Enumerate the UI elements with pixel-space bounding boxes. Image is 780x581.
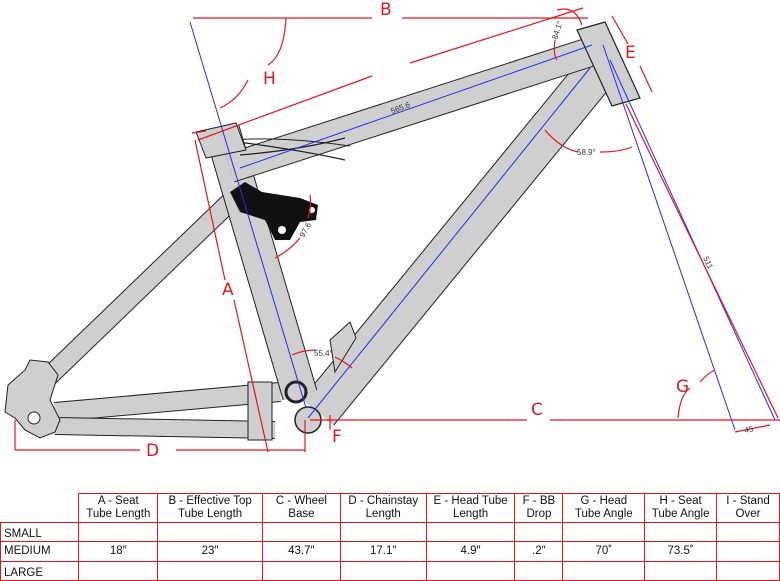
table-cell [644, 522, 718, 542]
header-line: Base [288, 508, 315, 520]
dimension-label-a: A [222, 280, 234, 300]
table-cell [562, 561, 646, 581]
table-row: LARGE [0, 561, 780, 581]
top-tube [225, 37, 595, 183]
frame-geometry-diagram: B H E A C D F G 565.6 84.1° 58.9° 97.6 5… [4, 0, 780, 461]
link-pivot [278, 226, 286, 234]
header-line: Tube Length [86, 508, 151, 520]
table-cell [339, 522, 427, 542]
dimension-label-h: H [263, 69, 276, 89]
header-line: Tube Angle [574, 508, 633, 520]
header-line: Length [452, 508, 489, 520]
dimension-lines [14, 7, 780, 453]
header-line: Length [365, 508, 401, 520]
fork-offset-measurement: 45 [744, 424, 755, 435]
header-line: Tube Length [178, 508, 243, 520]
header-line: Tube Angle [651, 508, 710, 520]
header-line: B - Effective Top [168, 495, 252, 507]
table-cell: 18″ [78, 541, 159, 562]
table-cell [157, 522, 263, 542]
link-angle-measurement: 97.6 [298, 220, 314, 238]
table-cell [78, 522, 159, 542]
table-cell: 73.5˚ [644, 541, 718, 562]
table-cell [78, 561, 159, 581]
dimension-label-b: B [380, 0, 392, 20]
size-label: LARGE [0, 561, 80, 581]
table-cell: 70˚ [562, 541, 646, 562]
table-cell [157, 561, 263, 581]
table-cell [716, 541, 780, 562]
table-cell [261, 561, 341, 581]
table-cell [339, 561, 427, 581]
size-label: MEDIUM [0, 541, 80, 562]
dimension-label-c: C [531, 400, 543, 420]
header-line: Drop [526, 508, 552, 520]
header-line: C - Wheel [275, 495, 327, 507]
seat-tube-top [195, 122, 247, 159]
header-line: E - Head Tube [433, 495, 508, 507]
table-cell [425, 561, 516, 581]
table-cell [425, 522, 516, 542]
header-line: D - Chainstay [348, 495, 419, 507]
seatstay [33, 192, 239, 393]
dimension-label-g: G [676, 377, 689, 397]
header-line: Over [735, 508, 761, 520]
size-label: SMALL [0, 522, 80, 542]
header-line: A - Seat [97, 495, 139, 507]
chainstay-yoke [247, 381, 273, 441]
header-line: G - Head [580, 495, 628, 507]
table-row: SMALL [0, 522, 780, 542]
table-row: MEDIUM 18″ 23″ 43.7″ 17.1″ 4.9″ .2″ 70˚ … [0, 541, 780, 562]
fork-length-measurement: 511 [701, 255, 715, 271]
frame [4, 21, 641, 441]
dimension-label-d: D [146, 441, 159, 461]
downtube-angle-measurement: 58.9° [577, 148, 596, 157]
down-tube [301, 56, 615, 426]
seat-angle-measurement: 55.4° [314, 349, 333, 358]
head-tube [576, 21, 641, 107]
table-cell [514, 561, 564, 581]
table-cell [562, 522, 646, 542]
chainstay [54, 382, 281, 439]
axle-hole [27, 411, 41, 425]
head-angle-measurement: 84.1° [550, 20, 564, 41]
table-cell [716, 522, 780, 542]
table-cell: 17.1″ [339, 541, 427, 562]
rear-dropout [4, 359, 61, 439]
table-cell: 23″ [157, 541, 263, 562]
header-line: F - BB [522, 495, 556, 507]
shock-mount-gusset [329, 321, 357, 374]
main-pivot [284, 380, 308, 404]
dimension-label-f: F [332, 427, 342, 447]
table-cell [716, 561, 780, 581]
header-line: H - Seat [659, 495, 702, 507]
rocker-link [230, 182, 318, 240]
table-corner [1, 494, 79, 523]
table-cell [644, 561, 718, 581]
table-cell: 4.9″ [425, 541, 516, 562]
table-cell: 43.7″ [261, 541, 341, 562]
table-cell [514, 522, 564, 542]
table-cell: .2″ [514, 541, 564, 562]
header-line: I - Stand [726, 495, 770, 507]
dimension-label-e: E [625, 43, 636, 63]
table-cell [261, 522, 341, 542]
